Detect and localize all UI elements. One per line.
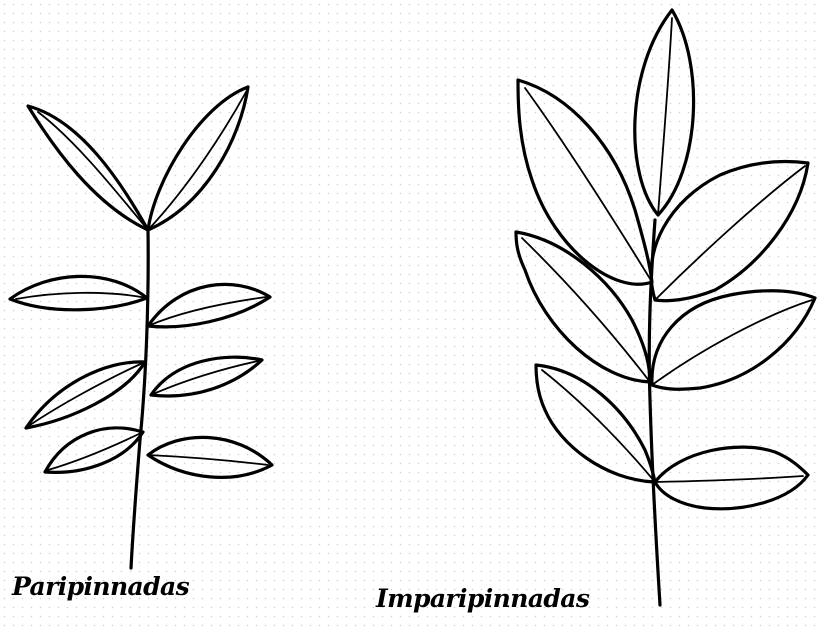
imparipinnate-terminal-leaflet bbox=[635, 10, 694, 215]
paripinnate-leaflet bbox=[26, 362, 145, 428]
paripinnate-leaflet bbox=[45, 428, 143, 472]
imparipinnate-leaflet bbox=[655, 447, 808, 509]
imparipinnate-leaflet bbox=[536, 365, 655, 482]
imparipinnate-leaf bbox=[516, 10, 815, 605]
imparipinnate-caption: Imparipinnadas bbox=[376, 584, 589, 613]
paripinnate-leaflet bbox=[148, 87, 248, 230]
paripinnate-leaflet bbox=[151, 357, 262, 396]
paripinnate-rachis bbox=[131, 230, 148, 568]
paripinnate-leaf bbox=[10, 87, 272, 568]
paripinnate-caption: Paripinnadas bbox=[12, 572, 189, 601]
paripinnate-leaflet bbox=[148, 437, 272, 477]
paripinnate-leaflet bbox=[28, 106, 148, 230]
imparipinnate-leaflet bbox=[651, 161, 808, 300]
paripinnate-leaflet bbox=[148, 284, 270, 326]
paripinnate-leaflet bbox=[10, 276, 147, 309]
imparipinnate-leaflet bbox=[516, 232, 650, 382]
imparipinnate-leaflet bbox=[652, 291, 815, 390]
